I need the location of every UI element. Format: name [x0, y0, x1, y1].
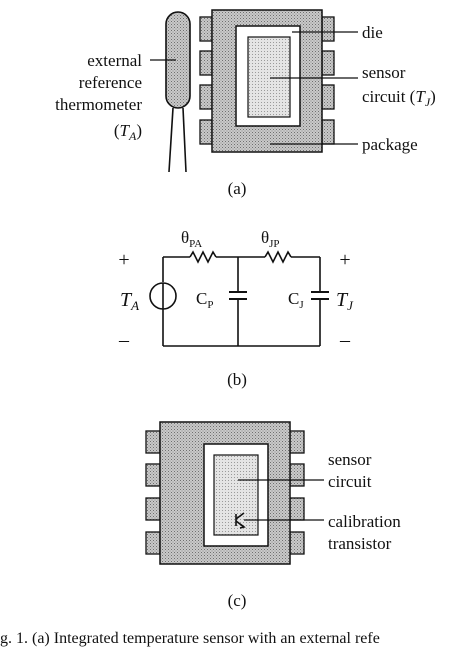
- ta-subscript: A: [128, 129, 137, 143]
- calibration-transistor-icon: [235, 512, 246, 529]
- tj-subscript-a: J: [425, 95, 431, 109]
- plus-left: +: [118, 249, 129, 271]
- ta-symbol-b: T: [120, 289, 133, 311]
- resistor-theta-pa: [189, 250, 217, 264]
- ta-label-b: TA: [120, 289, 139, 313]
- package-pins-a: [199, 16, 335, 145]
- thermometer-label-line1: external: [87, 51, 142, 70]
- theta-pa-symbol: θ: [181, 228, 189, 247]
- thermometer-icon: [165, 11, 191, 173]
- minus-right: –: [339, 329, 351, 351]
- cj-symbol: C: [288, 289, 299, 308]
- tj-subscript-b: J: [347, 298, 354, 313]
- tj-symbol-b: T: [336, 289, 349, 311]
- minus-left: –: [118, 329, 130, 351]
- panel-b: [149, 250, 329, 347]
- sensor-label-line2: circuit: [362, 87, 406, 106]
- calibration-label-line1: calibration: [328, 512, 401, 531]
- tj-symbol-a: T: [415, 87, 426, 106]
- panel-c: sensor circuit calibration transistor (c…: [145, 421, 401, 610]
- caption-c: (c): [228, 591, 247, 610]
- panel-b-labels: θPA θJP + – + – TA CP CJ TJ (b): [118, 228, 354, 389]
- sensor-label-line1: sensor: [362, 63, 406, 82]
- sensor-label-c-line2: circuit: [328, 472, 372, 491]
- die-label: die: [362, 23, 383, 42]
- cp-symbol: C: [196, 289, 207, 308]
- theta-jp-label: θJP: [261, 228, 280, 250]
- cj-label: CJ: [288, 289, 304, 311]
- calibration-label-line2: transistor: [328, 534, 392, 553]
- tj-label-a: circuit (TJ): [362, 87, 436, 109]
- theta-jp-subscript: JP: [269, 238, 279, 250]
- panel-a: external reference thermometer (TA) die …: [55, 9, 436, 198]
- ta-label: (TA): [114, 121, 142, 143]
- capacitor-cj: [311, 291, 329, 300]
- ta-subscript-b: A: [130, 298, 139, 313]
- resistor-theta-jp: [264, 250, 292, 264]
- capacitor-cp: [229, 291, 247, 300]
- cj-subscript: J: [299, 299, 304, 311]
- theta-pa-label: θPA: [181, 228, 202, 250]
- plus-right: +: [339, 249, 350, 271]
- thermometer-label-line3: thermometer: [55, 95, 142, 114]
- ta-symbol: T: [120, 121, 131, 140]
- thermometer-label-line2: reference: [79, 73, 142, 92]
- theta-jp-symbol: θ: [261, 228, 269, 247]
- tj-label-b: TJ: [336, 289, 354, 313]
- cp-label: CP: [196, 289, 213, 311]
- sensor-label-c-line1: sensor: [328, 450, 372, 469]
- package-label: package: [362, 135, 418, 154]
- cp-subscript: P: [207, 299, 213, 311]
- figure-caption: g. 1. (a) Integrated temperature sensor …: [0, 630, 380, 647]
- caption-a: (a): [228, 179, 247, 198]
- sensor-circuit-a: [247, 36, 291, 118]
- caption-b: (b): [227, 370, 247, 389]
- theta-pa-subscript: PA: [189, 238, 202, 250]
